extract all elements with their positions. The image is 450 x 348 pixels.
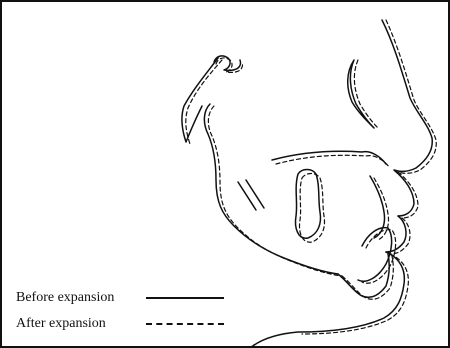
upper-lip-after <box>390 218 410 254</box>
skull-base-after <box>186 60 222 144</box>
orbit-outline-before <box>348 60 374 128</box>
legend-item-before: Before expansion <box>16 287 224 309</box>
soft-chin-before <box>250 252 404 346</box>
mandibular-symphysis-after <box>342 256 393 299</box>
legend-label-after: After expansion <box>16 316 146 332</box>
orbit-outline-after <box>354 60 378 128</box>
palate-line-2-before <box>246 180 264 208</box>
soft-chin-after <box>302 254 408 334</box>
maxilla-after <box>276 155 390 168</box>
legend-label-before: Before expansion <box>16 290 146 306</box>
maxilla-before <box>272 151 386 164</box>
palate-line-before <box>238 182 256 210</box>
legend-swatch-solid <box>146 297 224 299</box>
legend-item-after: After expansion <box>16 313 224 335</box>
legend-swatch-dashed <box>146 323 224 325</box>
ramus-mandible-after <box>208 106 342 276</box>
legend: Before expansion After expansion <box>16 287 224 339</box>
molar-teeth-after <box>300 174 325 243</box>
mandibular-symphysis-before <box>338 254 389 297</box>
